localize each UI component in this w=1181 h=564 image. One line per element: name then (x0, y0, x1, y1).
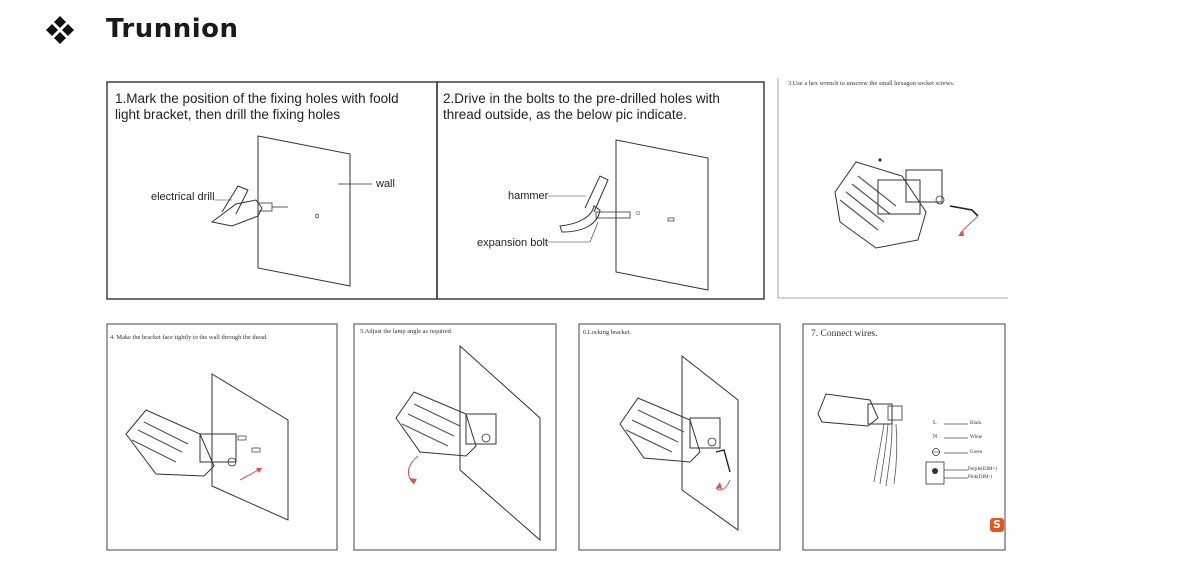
drill-label: electrical drill (151, 191, 215, 203)
wire-green-label: Green (970, 450, 983, 455)
wire-black-label: Black (970, 421, 982, 426)
step7-illustration (817, 393, 968, 487)
step6-illustration (619, 354, 739, 531)
step4-illustration (125, 373, 289, 521)
step2-caption: 2.Drive in the bolts to the pre-drilled … (443, 91, 720, 122)
step3-illustration (834, 158, 979, 249)
brand-logo: S (990, 518, 1004, 532)
step6-caption: 6.Locking bracket. (583, 329, 632, 336)
four-diamond-icon (46, 16, 74, 44)
step1-illustration (210, 135, 372, 287)
section-header: Trunnion (44, 14, 238, 46)
wire-l-mark: L (933, 420, 937, 426)
expansion-bolt-label: expansion bolt (477, 237, 548, 249)
step5-illustration (395, 344, 541, 542)
step4-caption: 4. Make the bracket face tightly to the … (110, 334, 268, 341)
step1-caption: 1.Mark the position of the fixing holes … (115, 91, 399, 122)
wire-pink-label: Pink(DIM-) (968, 475, 992, 480)
step5-caption: 5.Adjust the lamp angle as required. (360, 328, 453, 335)
step3-caption: 3.Use a hex wrench to unscrew the small … (788, 80, 955, 87)
step2-illustration (548, 139, 709, 291)
step7-caption: 7. Connect wires. (811, 329, 878, 339)
page-title: Trunnion (106, 14, 239, 44)
wire-n-mark: N (933, 434, 938, 440)
wall-label: wall (376, 178, 395, 190)
hammer-label: hammer (508, 190, 549, 202)
wire-white-label: White (970, 435, 983, 440)
wire-purple-label: Purple(DIM+) (968, 467, 997, 472)
